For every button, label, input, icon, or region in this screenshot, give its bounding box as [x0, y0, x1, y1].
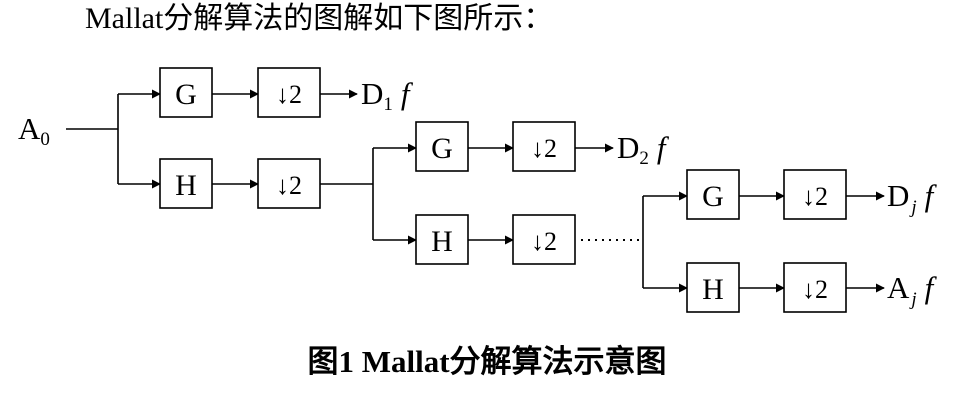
downsample-g-level2: ↓2: [512, 121, 576, 172]
output-dj-suffix: f: [925, 178, 938, 213]
output-aj-base: A: [887, 270, 910, 305]
downsample-label: ↓2: [276, 171, 302, 200]
downsample-label: ↓2: [276, 80, 302, 109]
filter-g-level1: G: [159, 67, 213, 118]
output-dj-base: D: [887, 178, 909, 213]
figure-caption: 图1 Mallat分解算法示意图: [307, 344, 666, 379]
filter-g-level2: G: [415, 121, 469, 172]
output-d1-sub: 1: [383, 94, 393, 115]
filter-h-level-j: H: [686, 262, 740, 313]
output-aj-sub: j: [908, 289, 916, 310]
downsample-label: ↓2: [531, 134, 557, 163]
output-d2-base: D: [617, 130, 639, 165]
downsample-g-level1: ↓2: [257, 67, 321, 118]
downsample-h-level-j: ↓2: [783, 262, 847, 313]
filter-g-level-j: G: [686, 169, 740, 220]
downsample-h-level1: ↓2: [257, 158, 321, 209]
output-d2-suffix: f: [657, 130, 670, 165]
downsample-label: ↓2: [802, 275, 828, 304]
output-aj-suffix: f: [925, 270, 938, 305]
filter-h-label: H: [175, 169, 197, 202]
downsample-label: ↓2: [802, 182, 828, 211]
filter-h-label: H: [431, 225, 453, 258]
input-label-sub: 0: [40, 129, 50, 150]
output-d2-sub: 2: [639, 148, 649, 169]
filter-g-label: G: [431, 132, 453, 165]
filter-h-label: H: [702, 273, 724, 306]
input-label-base: A: [18, 111, 41, 146]
filter-h-level2: H: [415, 214, 469, 265]
downsample-h-level2: ↓2: [512, 214, 576, 265]
output-d1-suffix: f: [401, 76, 414, 111]
intro-text: Mallat分解算法的图解如下图所示：: [85, 2, 553, 35]
input-label-a0: A0: [18, 111, 50, 150]
filter-h-level1: H: [159, 158, 213, 209]
filter-g-label: G: [702, 180, 724, 213]
output-d1-base: D: [361, 76, 383, 111]
downsample-g-level-j: ↓2: [783, 169, 847, 220]
downsample-label: ↓2: [531, 227, 557, 256]
filter-g-label: G: [175, 78, 197, 111]
output-dj-sub: j: [908, 197, 916, 218]
